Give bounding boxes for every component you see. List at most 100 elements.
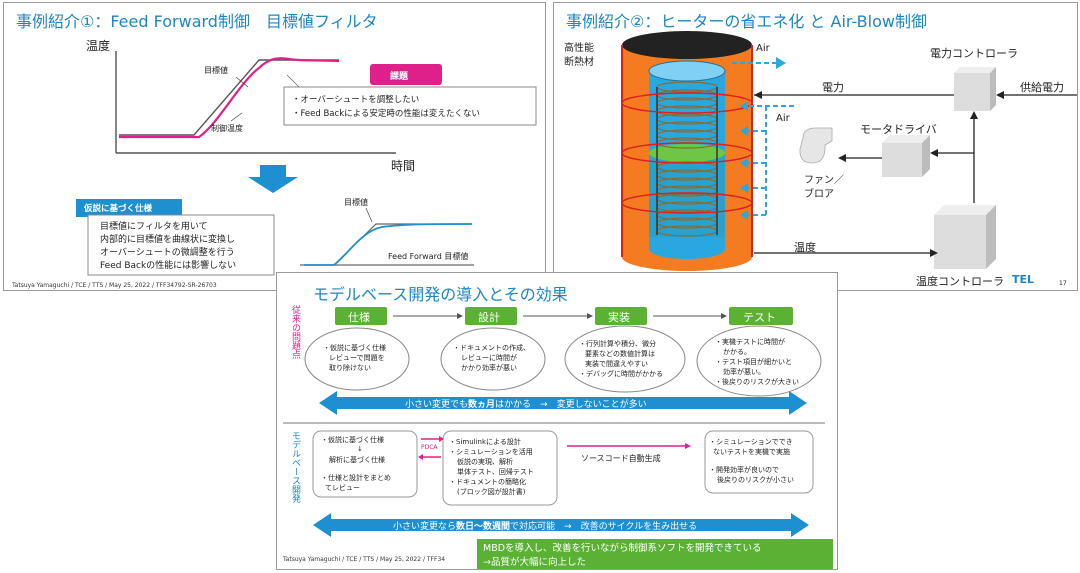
motor-driver-label: モータドライバ [860,123,937,136]
spec-line-2: 内部的に目標値を曲線状に変換し [100,235,236,245]
temperature-label: 温度 [794,241,816,254]
cloud2-line2: レビューに時間が [461,354,517,362]
spec-box [87,214,275,276]
air-in-lines [748,105,794,216]
slide3-footer: Tatsuya Yamaguchi / TCE / TTS / May 25, … [283,556,446,563]
box4-line5: 後戻りのリスクが小さい [717,476,794,484]
slide1-footer: Tatsuya Yamaguchi / TCE / TTS / May 25, … [12,282,217,289]
fan-label-2: ブロア [804,189,834,200]
fan-icon [799,127,833,164]
slide-heater: 事例紹介②：ヒーターの省エネ化 と Air-Blow制御 [553,2,1078,291]
row2-arrow [313,513,809,537]
box1-line1: ・仮説に基づく仕様 [321,436,384,444]
conclusion-line1: MBDを導入し、改善を行いながら制御系ソフトを開発できている [483,543,762,554]
y-axis-label: 温度 [86,39,111,53]
spec-line-4: Feed Backの性能には影響しない [100,261,237,271]
slide2-title: 事例紹介②：ヒーターの省エネ化 と Air-Blow制御 [566,12,927,31]
row2-arrow-text: 小さい変更なら数日～数週間で対応可能 → 改善のサイクルを生み出せる [393,522,698,532]
insulation-top [622,31,752,59]
pdca-label: PDCA [421,444,438,451]
issue-line-1: ・オーバーシュートを調整したい [292,95,420,105]
spec-badge [76,199,182,217]
cloud4-line4: 効率が悪い。 [723,368,765,376]
down-arrow-icon [248,165,298,193]
mini-target-leader [365,207,373,223]
box1-line5: ・仕様と設計をまとめ [321,474,391,482]
box1-line3: 解析に基づく仕様 [329,456,385,464]
supply-power-label: 供給電力 [1020,81,1064,94]
row2-box-design [442,430,558,506]
control-temp-curve [119,57,340,139]
box2-line5: ・ドキュメントの簡略化 [449,478,526,486]
mini-ff-curve [304,223,473,266]
row2-label: モデルベース開発 [290,431,300,503]
air-in-label: Air [776,113,790,124]
issue-badge-text: 課題 [390,72,409,82]
feed-forward-graph [76,51,537,276]
target-leader [235,76,249,88]
spec-line-3: オーバーシュートの微調整を行う [100,248,235,258]
conclusion-box [477,539,833,569]
box4-line4: ・開発効率が良いので [709,466,779,474]
slide1-title: 事例紹介①：Feed Forward制御 目標値フィルタ [16,12,378,31]
box4-line1: ・シミュレーションででき [709,438,793,446]
mini-target-label: 目標値 [344,198,368,207]
cloud4-line2: かかる。 [723,348,751,356]
page-number: 17 [1059,280,1067,287]
codegen-label: ソースコード自動生成 [581,454,661,463]
insulation-label-2: 断熱材 [564,57,594,68]
power-controller-cube [954,67,996,111]
insulation-label-1: 高性能 [564,43,594,54]
stage-design: 設計 [478,311,500,324]
spec-badge-text: 仮説に基づく仕様 [84,204,153,214]
box2-line2: ・シミュレーションを活用 [449,448,533,456]
issue-line-2: ・Feed Backによる安定時の性能は変えたくない [292,109,480,119]
cloud1-line2: レビューで問題を [329,354,385,362]
slide-mbd: モデルベース開発の導入とその効果 [276,272,838,570]
mbd-diagram [283,307,833,569]
cloud2-line3: かかり効率が悪い [461,364,517,372]
cloud3-line2: 要素などの数値計算は [585,350,655,358]
box2-line4: 単体テスト、回帰テスト [457,468,534,476]
heater-diagram [621,31,1077,271]
row1-clouds [304,325,822,397]
air-out-label: Air [756,43,770,54]
red-rings [621,92,753,214]
box2-line3: 仮説の実現、解析 [457,458,513,466]
row2-box-spec [312,430,418,498]
box4-line2: ないテストを実機で実施 [713,448,790,456]
box1-line6: てレビュー [325,484,360,492]
stage-impl: 実装 [608,311,630,324]
cloud2-line1: ・ドキュメントの作成、 [453,344,530,352]
temp-controller-label: 温度コントローラ [916,275,1004,288]
cloud1-line1: ・仮説に基づく仕様 [323,344,386,352]
green-band [649,144,725,162]
temp-controller-cube [934,205,996,269]
issue-pointer [286,74,300,88]
tel-logo: TEL [1012,273,1035,286]
cloud4-line3: ・テスト項目が細かいと [715,358,792,366]
cloud3-line1: ・行列計算や積分、微分 [579,340,656,348]
fan-label-1: ファン／ [804,175,844,186]
power-controller-label: 電力コントローラ [930,47,1018,60]
issue-box [283,86,537,126]
cloud1-line3: 取り除けない [329,364,371,372]
control-leader [230,112,243,122]
cloud4-line5: ・後戻りのリスクが大きい [715,378,799,386]
mini-ff-label: Feed Forward 目標値 [388,252,469,261]
slide3-title: モデルベース開発の導入とその効果 [313,285,568,304]
control-temp-label: 制御温度 [211,124,243,133]
box1-line2: ↓ [357,445,363,453]
box2-line1: ・Simulinkによる設計 [449,438,521,446]
cloud3-line3: 実装で間違えやすい [585,360,648,368]
power-label: 電力 [822,81,844,94]
temp-to-motor-line [938,152,975,203]
row1-label: 従来の問題点 [290,305,300,359]
row1-arrow-text: 小さい変更でも数ヵ月はかかる → 変更しないことが多い [405,400,647,410]
row1-arrow [319,391,807,415]
row2-box-test [704,430,814,494]
spec-line-1: 目標値にフィルタを用いて [100,222,208,232]
conclusion-line2: →品質が大幅に向上した [483,557,586,568]
row1-stage-badges [335,307,793,325]
stage-test: テスト [743,311,776,324]
